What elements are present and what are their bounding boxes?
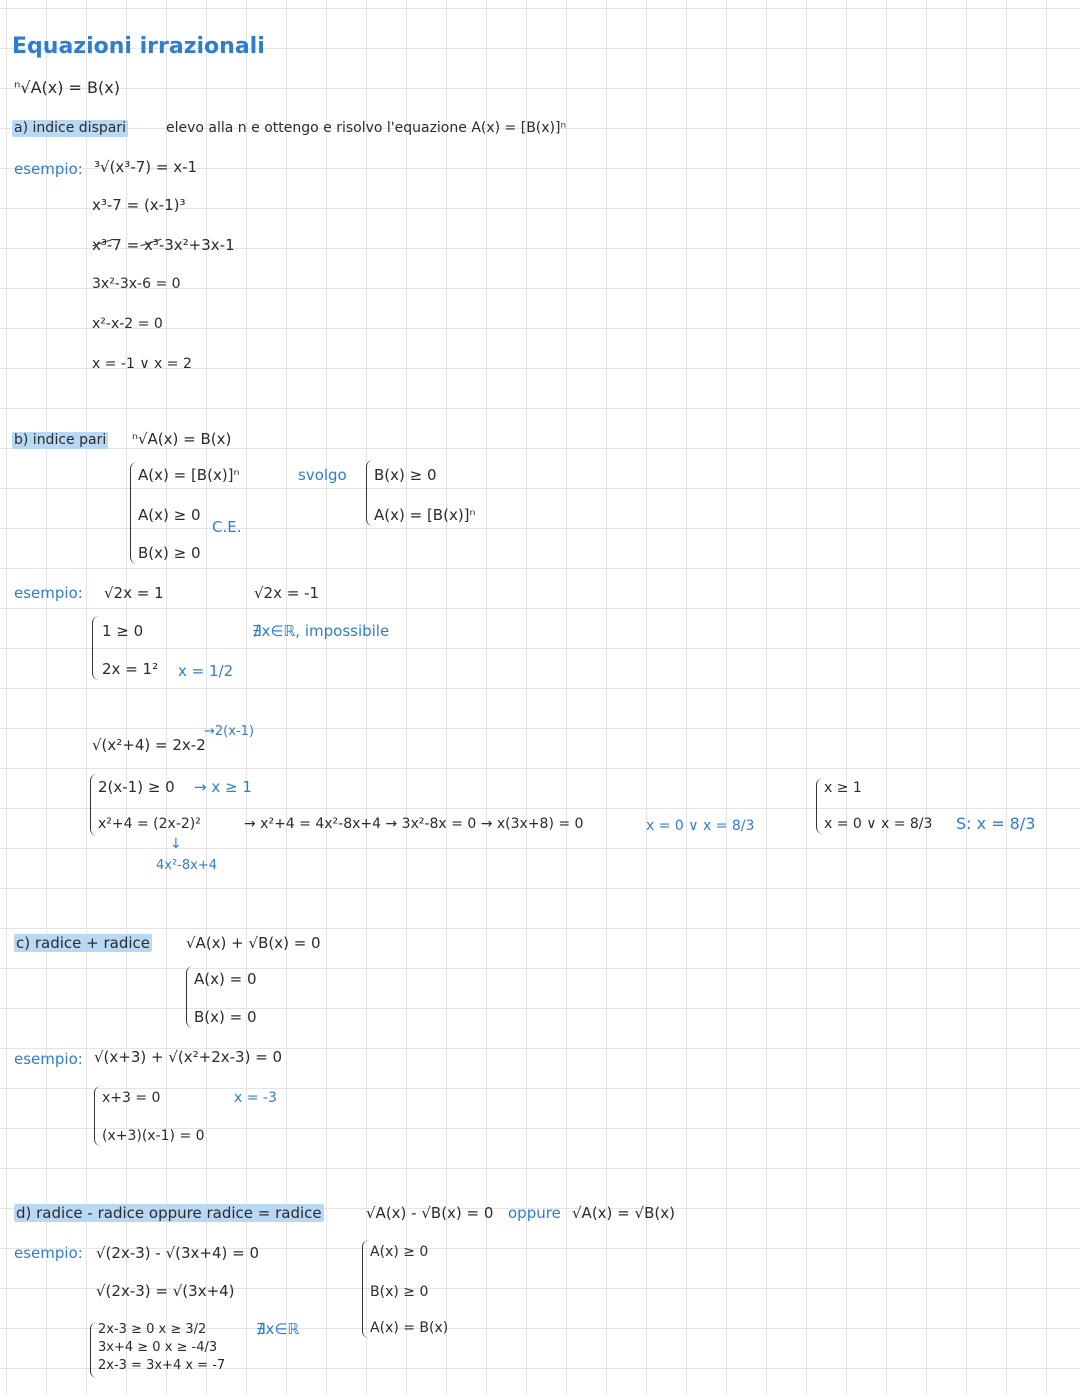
- section-b-label: b) indice pari: [12, 432, 109, 449]
- example-b3-expand: 4x²-8x+4: [156, 858, 217, 873]
- section-d-label: d) radice - radice oppure radice = radic…: [14, 1204, 324, 1222]
- example-b2-equation: √2x = -1: [254, 584, 320, 602]
- page-title: Equazioni irrazionali: [12, 34, 265, 59]
- example-b1-result: x = 1/2: [178, 662, 234, 680]
- example-label-c: esempio:: [14, 1050, 83, 1068]
- example-label-d: esempio:: [14, 1244, 83, 1262]
- example-label-b: esempio:: [14, 584, 83, 602]
- example-c-system-2: (x+3)(x-1) = 0: [102, 1128, 205, 1144]
- example-a-step-2: x³-7 = x³-3x²+3x-1: [92, 236, 235, 254]
- section-d-oppure: oppure: [508, 1204, 561, 1222]
- section-c-system-2: B(x) = 0: [194, 1008, 257, 1026]
- example-a-step-5: x = -1 ∨ x = 2: [92, 356, 192, 372]
- example-b2-result: ∄x∈ℝ, impossibile: [252, 622, 390, 640]
- example-c-system-1: x+3 = 0: [102, 1090, 161, 1106]
- example-b3-final-2: x = 0 ∨ x = 8/3: [824, 816, 933, 832]
- example-d-system-1: 2x-3 ≥ 0 x ≥ 3/2: [98, 1322, 207, 1337]
- section-c-form: √A(x) + √B(x) = 0: [186, 934, 321, 952]
- example-b3-note: →2(x-1): [204, 724, 254, 739]
- example-a-step-1: x³-7 = (x-1)³: [92, 196, 186, 214]
- section-d-system-3: A(x) = B(x): [370, 1320, 449, 1336]
- example-d-system-2: 3x+4 ≥ 0 x ≥ -4/3: [98, 1340, 218, 1355]
- section-b-form: ⁿ√A(x) = B(x): [132, 430, 232, 448]
- example-d-equation: √(2x-3) - √(3x+4) = 0: [96, 1244, 260, 1262]
- section-b-system-1: A(x) = [B(x)]ⁿ: [138, 466, 240, 484]
- down-arrow-icon: ↓: [170, 836, 182, 852]
- example-d-result: ∄x∈ℝ: [256, 1320, 300, 1338]
- example-b3-system-2: x²+4 = (2x-2)²: [98, 816, 201, 832]
- section-d-form-2: √A(x) = √B(x): [572, 1204, 675, 1222]
- example-c-equation: √(x+3) + √(x²+2x-3) = 0: [94, 1048, 283, 1066]
- example-d-system-3: 2x-3 = 3x+4 x = -7: [98, 1358, 226, 1373]
- example-label-a: esempio:: [14, 160, 83, 178]
- svolgo-system-2: A(x) = [B(x)]ⁿ: [374, 506, 476, 524]
- example-c-result: x = -3: [234, 1090, 277, 1106]
- section-b-ce: C.E.: [212, 518, 242, 536]
- example-b3-final-1: x ≥ 1: [824, 780, 862, 796]
- example-d-step: √(2x-3) = √(3x+4): [96, 1282, 235, 1300]
- section-c-label: c) radice + radice: [14, 934, 153, 952]
- general-form: ⁿ√A(x) = B(x): [14, 78, 120, 97]
- example-b1-system-1: 1 ≥ 0: [102, 622, 144, 640]
- section-b-svolgo: svolgo: [298, 466, 347, 484]
- example-b3-arrow-1: → x ≥ 1: [194, 778, 252, 796]
- example-b3-equation: √(x²+4) = 2x-2: [92, 736, 206, 754]
- example-b3-system-1: 2(x-1) ≥ 0: [98, 778, 175, 796]
- section-b-system-2: A(x) ≥ 0: [138, 506, 201, 524]
- example-a-step-3: 3x²-3x-6 = 0: [92, 276, 181, 292]
- section-d-form-1: √A(x) - √B(x) = 0: [366, 1204, 494, 1222]
- section-d-system-1: A(x) ≥ 0: [370, 1244, 429, 1260]
- example-b3-chain: → x²+4 = 4x²-8x+4 → 3x²-8x = 0 → x(3x+8)…: [244, 816, 584, 832]
- example-a-step-4: x²-x-2 = 0: [92, 316, 163, 332]
- section-c-system-1: A(x) = 0: [194, 970, 257, 988]
- example-b3-solution: S: x = 8/3: [956, 814, 1036, 833]
- section-a-label: a) indice dispari: [12, 120, 128, 137]
- section-a-description: elevo alla n e ottengo e risolvo l'equaz…: [166, 120, 567, 136]
- example-b1-system-2: 2x = 1²: [102, 660, 159, 678]
- section-d-system-2: B(x) ≥ 0: [370, 1284, 429, 1300]
- section-b-system-3: B(x) ≥ 0: [138, 544, 201, 562]
- svolgo-system-1: B(x) ≥ 0: [374, 466, 437, 484]
- example-b3-roots: x = 0 ∨ x = 8/3: [646, 818, 755, 834]
- example-a-equation: ³√(x³-7) = x-1: [94, 158, 198, 176]
- example-b1-equation: √2x = 1: [104, 584, 164, 602]
